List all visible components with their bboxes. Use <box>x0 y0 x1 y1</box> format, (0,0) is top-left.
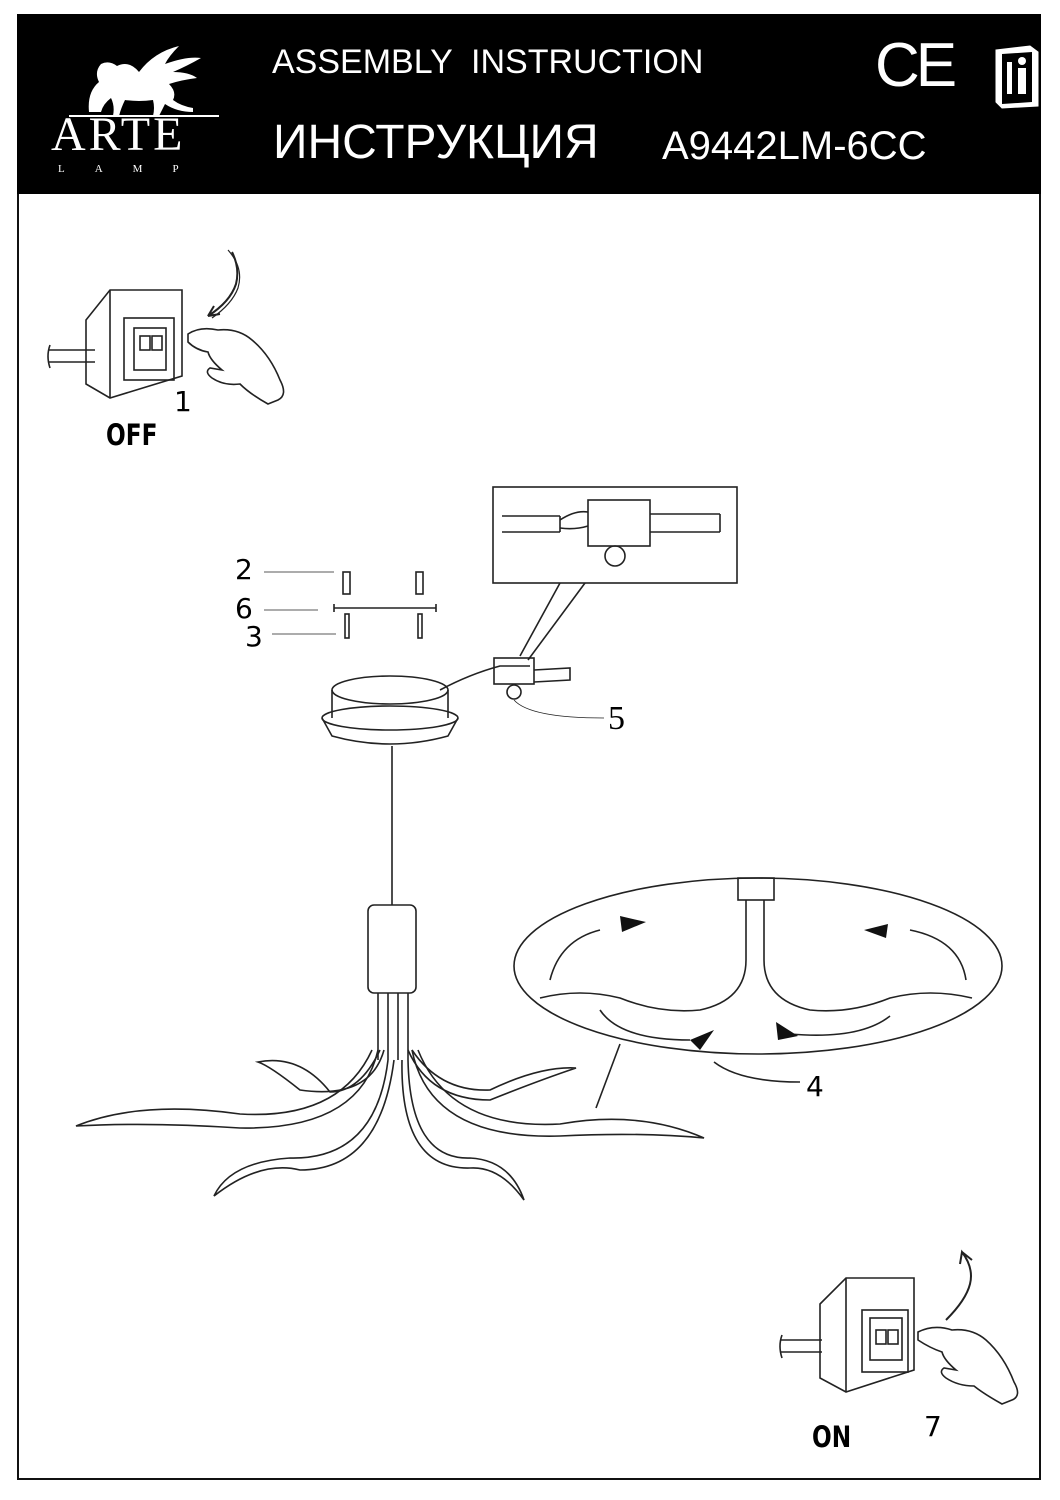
hand-on-icon <box>917 1326 1019 1405</box>
step-7-label: 7 <box>924 1410 942 1443</box>
arrow-down-icon <box>207 251 239 317</box>
ce-mark-icon: CE <box>875 31 957 100</box>
brand-name: ARTE <box>51 108 186 161</box>
model-number: A9442LM-6CC <box>662 124 927 168</box>
brand-subtitle: LAMP <box>58 163 209 175</box>
step-4-label: 4 <box>806 1070 824 1103</box>
hand-off-icon <box>187 327 285 405</box>
header-bar <box>17 14 1041 194</box>
connector-detail-icon <box>492 486 738 661</box>
lamp-arms-icon <box>75 1049 705 1201</box>
step-1-label: 1 <box>174 385 192 418</box>
screws-icon <box>264 571 437 639</box>
wall-switch-off-icon <box>47 289 183 399</box>
title-english: ASSEMBLY INSTRUCTION <box>272 43 704 81</box>
lion-logo-icon <box>69 46 219 117</box>
step-5-label: 5 <box>608 700 625 737</box>
arrow-up-icon <box>945 1249 973 1321</box>
manual-info-icon <box>995 45 1039 109</box>
canopy-icon <box>321 657 605 745</box>
title-russian: ИНСТРУКЦИЯ <box>273 116 599 169</box>
wall-switch-on-icon <box>779 1277 915 1393</box>
instruction-sheet <box>17 14 1041 1480</box>
lamp-body-icon <box>367 904 417 994</box>
switch-on-label: ON <box>812 1420 852 1454</box>
step-2-label: 2 <box>235 553 253 586</box>
step-3-label: 3 <box>245 620 263 653</box>
step-6-label: 6 <box>235 592 253 625</box>
switch-off-label: OFF <box>106 418 158 452</box>
arm-rotation-detail-icon <box>513 877 1003 1109</box>
